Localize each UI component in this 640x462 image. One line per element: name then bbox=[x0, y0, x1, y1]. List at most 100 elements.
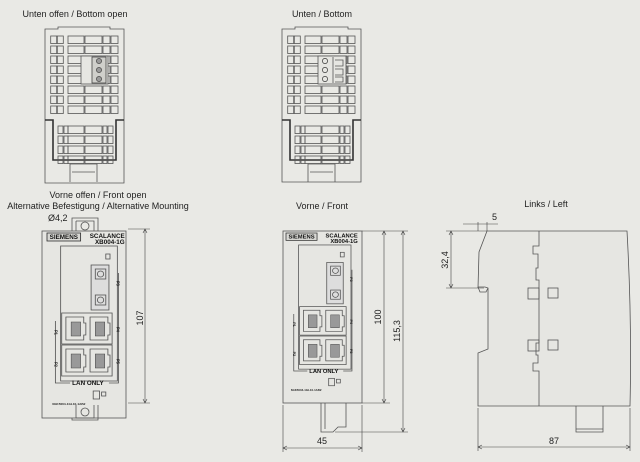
vent-slot bbox=[110, 105, 119, 114]
vent-slot bbox=[50, 65, 58, 74]
vent-slot bbox=[347, 95, 356, 104]
rj45-port-icon bbox=[325, 309, 345, 332]
port-label-p2: P2 bbox=[292, 352, 296, 356]
vent-slot bbox=[56, 105, 64, 114]
vent-slot bbox=[102, 85, 111, 94]
hook-height-dim: 32,4 bbox=[440, 251, 450, 269]
vent-slot bbox=[57, 145, 64, 154]
vent-slot bbox=[304, 85, 322, 94]
vent-slot bbox=[107, 135, 114, 144]
vent-slot bbox=[107, 155, 114, 164]
vent-slot bbox=[293, 75, 301, 84]
vent-slot bbox=[67, 35, 85, 44]
rj45-port-icon bbox=[89, 348, 111, 373]
vent-slot bbox=[304, 45, 322, 54]
vent-slot bbox=[321, 135, 340, 144]
vent-slot bbox=[304, 105, 322, 114]
vent-slot bbox=[102, 145, 108, 154]
vent-slot bbox=[293, 55, 301, 64]
vent-slot bbox=[321, 105, 340, 114]
vent-slot bbox=[347, 55, 356, 64]
vent-slot bbox=[102, 95, 111, 104]
port-label-p3: P3 bbox=[115, 281, 120, 287]
rj45-port-icon bbox=[325, 339, 345, 362]
vent-slot bbox=[84, 155, 103, 164]
vent-slot bbox=[107, 125, 114, 134]
model-label: XB004-1G bbox=[95, 239, 125, 246]
front-open-title: Vorne offen / Front open bbox=[50, 190, 147, 200]
vent-slot bbox=[57, 135, 64, 144]
port-label-p5: P5 bbox=[115, 359, 120, 365]
front-panel: SIEMENS SCALANCE XB004-1G LAN ONLY P1 P2… bbox=[46, 232, 125, 406]
vent-slot bbox=[347, 35, 356, 44]
vent-slot bbox=[304, 125, 322, 134]
vent-slot bbox=[287, 45, 295, 54]
vent-slot bbox=[304, 135, 322, 144]
vent-slot bbox=[56, 55, 64, 64]
vent-slot bbox=[344, 145, 351, 154]
vent-slot bbox=[63, 135, 69, 144]
power-terminal bbox=[92, 390, 100, 400]
vent-slot bbox=[287, 55, 295, 64]
vent-slot bbox=[102, 35, 111, 44]
port-label-p1: P1 bbox=[292, 322, 296, 326]
vent-slot bbox=[56, 85, 64, 94]
height-dim-100: 100 bbox=[373, 309, 383, 324]
port-label-p4: P4 bbox=[115, 327, 120, 333]
vent-slot bbox=[344, 155, 351, 164]
vent-slot bbox=[287, 75, 295, 84]
vent-slot bbox=[110, 55, 119, 64]
rj45-port-icon bbox=[65, 348, 87, 373]
vent-slot bbox=[339, 125, 345, 134]
lan-only-label: LAN ONLY bbox=[309, 369, 338, 375]
vent-slot bbox=[339, 105, 348, 114]
vent-slot bbox=[107, 145, 114, 154]
vent-slot bbox=[84, 105, 103, 114]
vent-slot bbox=[84, 45, 103, 54]
vent-slot bbox=[50, 105, 58, 114]
vent-slot bbox=[293, 105, 301, 114]
vent-slot bbox=[304, 35, 322, 44]
vent-slot bbox=[67, 45, 85, 54]
vent-slot bbox=[293, 45, 301, 54]
vent-slot bbox=[339, 145, 345, 154]
port-label-p1: P1 bbox=[53, 330, 58, 336]
led-icon bbox=[101, 391, 107, 397]
vent-slot bbox=[50, 95, 58, 104]
vent-slot bbox=[102, 105, 111, 114]
vent-slot bbox=[321, 145, 340, 154]
vent-slot bbox=[347, 75, 356, 84]
vent-slot bbox=[294, 145, 301, 154]
vent-slot bbox=[50, 75, 58, 84]
vent-slot bbox=[339, 155, 345, 164]
vent-slot bbox=[102, 135, 108, 144]
lan-only-label: LAN ONLY bbox=[72, 380, 104, 387]
mounting-hole-icon bbox=[80, 407, 90, 417]
vent-slot bbox=[304, 145, 322, 154]
vent-slot bbox=[339, 85, 348, 94]
vent-slot bbox=[110, 75, 119, 84]
power-terminal bbox=[328, 377, 335, 387]
siemens-logo bbox=[285, 232, 318, 241]
vent-slot bbox=[294, 125, 301, 134]
height-dim-107: 107 bbox=[135, 310, 145, 325]
screw-icon bbox=[322, 58, 328, 64]
vent-slot bbox=[67, 95, 85, 104]
vent-slot bbox=[293, 65, 301, 74]
mounting-hole-icon bbox=[80, 221, 90, 231]
front-view: 100 115,3 45 SIEMENS SCALANCE XB004-1G L… bbox=[282, 230, 408, 452]
vent-slot bbox=[84, 85, 103, 94]
vent-slot bbox=[102, 155, 108, 164]
vent-slot bbox=[347, 45, 356, 54]
vent-slot bbox=[321, 125, 340, 134]
order-number: 6GK5004-1GL10-1AB2 bbox=[291, 388, 322, 392]
brand-label: SIEMENS bbox=[50, 234, 78, 241]
vent-slot bbox=[84, 95, 103, 104]
vent-slot bbox=[344, 135, 351, 144]
vent-slot bbox=[287, 105, 295, 114]
vent-slot bbox=[67, 125, 85, 134]
vent-slot bbox=[321, 85, 340, 94]
left-view: 32,4 5 87 bbox=[440, 212, 631, 451]
vent-slot bbox=[344, 125, 351, 134]
